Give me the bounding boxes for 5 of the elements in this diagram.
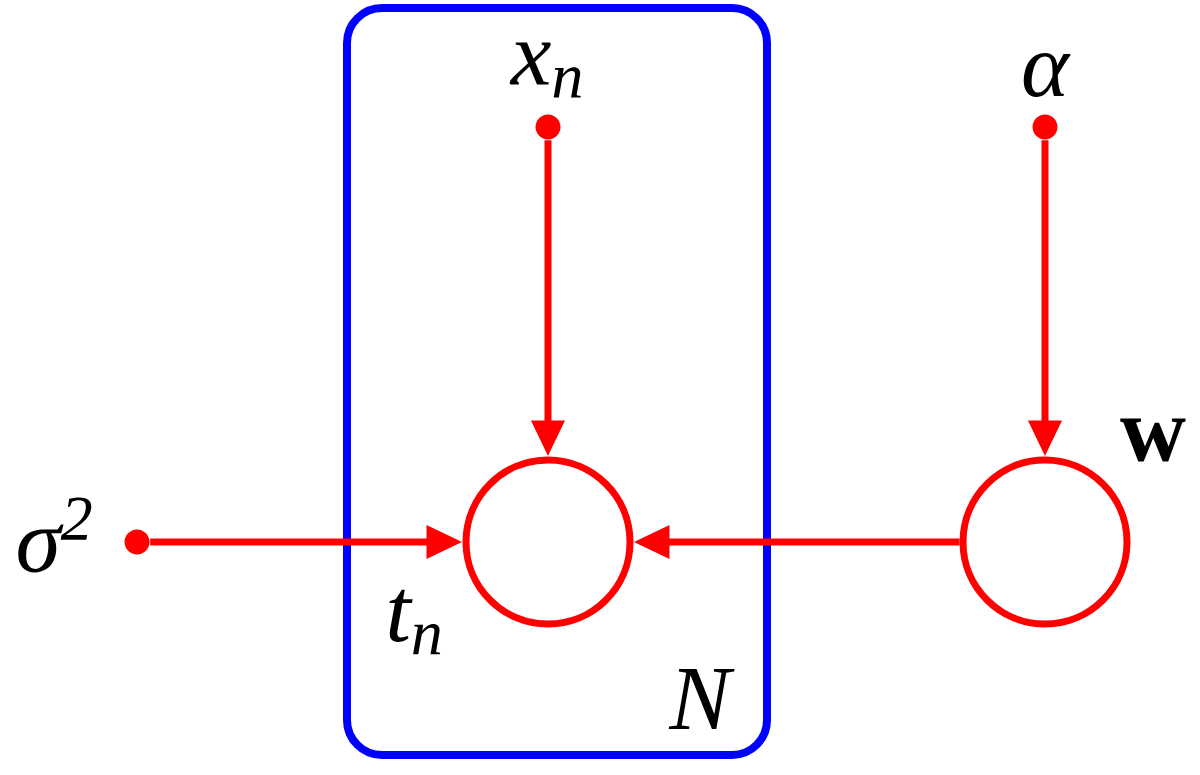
variable-label: t$_{n}$ (389, 589, 441, 655)
variable-label: w (1120, 418, 1186, 462)
variable-label: σ$^{2}$ (18, 497, 92, 573)
variable-label: x$_{n}$ (509, 42, 581, 98)
variable-label: α (1023, 52, 1071, 97)
